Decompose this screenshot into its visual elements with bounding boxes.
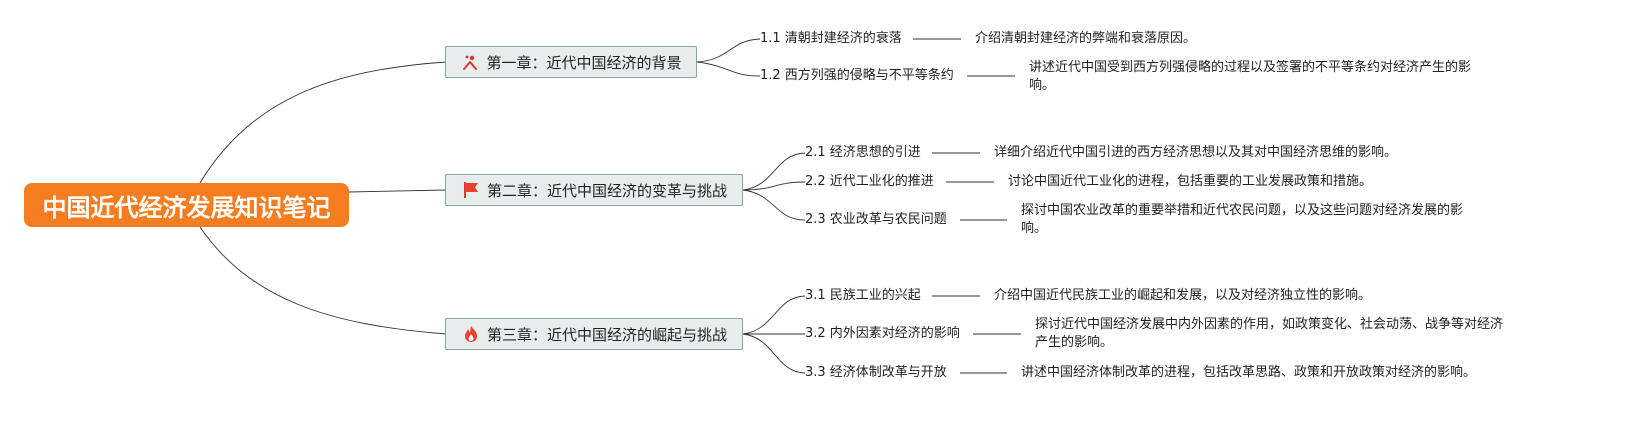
chapter-2-title: 第二章：近代中国经济的变革与挑战 bbox=[486, 181, 727, 200]
section-3-3-title[interactable]: 3.3 经济体制改革与开放 bbox=[805, 365, 947, 380]
section-3-2-title[interactable]: 3.2 内外因素对经济的影响 bbox=[805, 326, 960, 341]
tools-icon bbox=[460, 52, 480, 72]
section-2-3-note: 探讨中国农业改革的重要举措和近代农民问题，以及这些问题对经济发展的影响。 bbox=[1021, 203, 1464, 236]
section-3-1-title[interactable]: 3.1 民族工业的兴起 bbox=[805, 288, 921, 303]
section-1-2-note: 讲述近代中国受到西方列强侵略的过程以及签署的不平等条约对经济产生的影响。 bbox=[1029, 60, 1472, 93]
section-2-1-note: 详细介绍近代中国引进的西方经济思想以及其对中国经济思维的影响。 bbox=[994, 145, 1398, 160]
section-3-3-note: 讲述中国经济体制改革的进程，包括改革思路、政策和开放政策对经济的影响。 bbox=[1021, 365, 1477, 380]
chapter-3-title: 第三章：近代中国经济的崛起与挑战 bbox=[486, 325, 727, 344]
fire-icon bbox=[461, 324, 481, 344]
section-1-2-title[interactable]: 1.2 西方列强的侵略与不平等条约 bbox=[760, 68, 954, 83]
root-node[interactable]: 中国近代经济发展知识笔记 bbox=[24, 183, 349, 227]
chapter-2-node[interactable]: 第二章：近代中国经济的变革与挑战 bbox=[445, 174, 743, 206]
section-2-2-title[interactable]: 2.2 近代工业化的推进 bbox=[805, 174, 934, 189]
chapter-1-title: 第一章：近代中国经济的背景 bbox=[486, 53, 682, 72]
section-2-3-title[interactable]: 2.3 农业改革与农民问题 bbox=[805, 212, 947, 227]
section-3-2-note: 探讨近代中国经济发展中内外因素的作用，如政策变化、社会动荡、战争等对经济产生的影… bbox=[1035, 317, 1504, 350]
section-1-1-title[interactable]: 1.1 清朝封建经济的衰落 bbox=[760, 31, 902, 46]
root-title: 中国近代经济发展知识笔记 bbox=[42, 193, 331, 222]
chapter-3-node[interactable]: 第三章：近代中国经济的崛起与挑战 bbox=[445, 318, 743, 350]
section-2-1-title[interactable]: 2.1 经济思想的引进 bbox=[805, 145, 921, 160]
section-2-2-note: 讨论中国近代工业化的进程，包括重要的工业发展政策和措施。 bbox=[1008, 174, 1373, 189]
chapter-1-node[interactable]: 第一章：近代中国经济的背景 bbox=[445, 46, 697, 78]
section-3-1-note: 介绍中国近代民族工业的崛起和发展，以及对经济独立性的影响。 bbox=[994, 288, 1372, 303]
red-flag-icon bbox=[461, 180, 481, 200]
section-1-1-note: 介绍清朝封建经济的弊端和衰落原因。 bbox=[975, 31, 1197, 46]
